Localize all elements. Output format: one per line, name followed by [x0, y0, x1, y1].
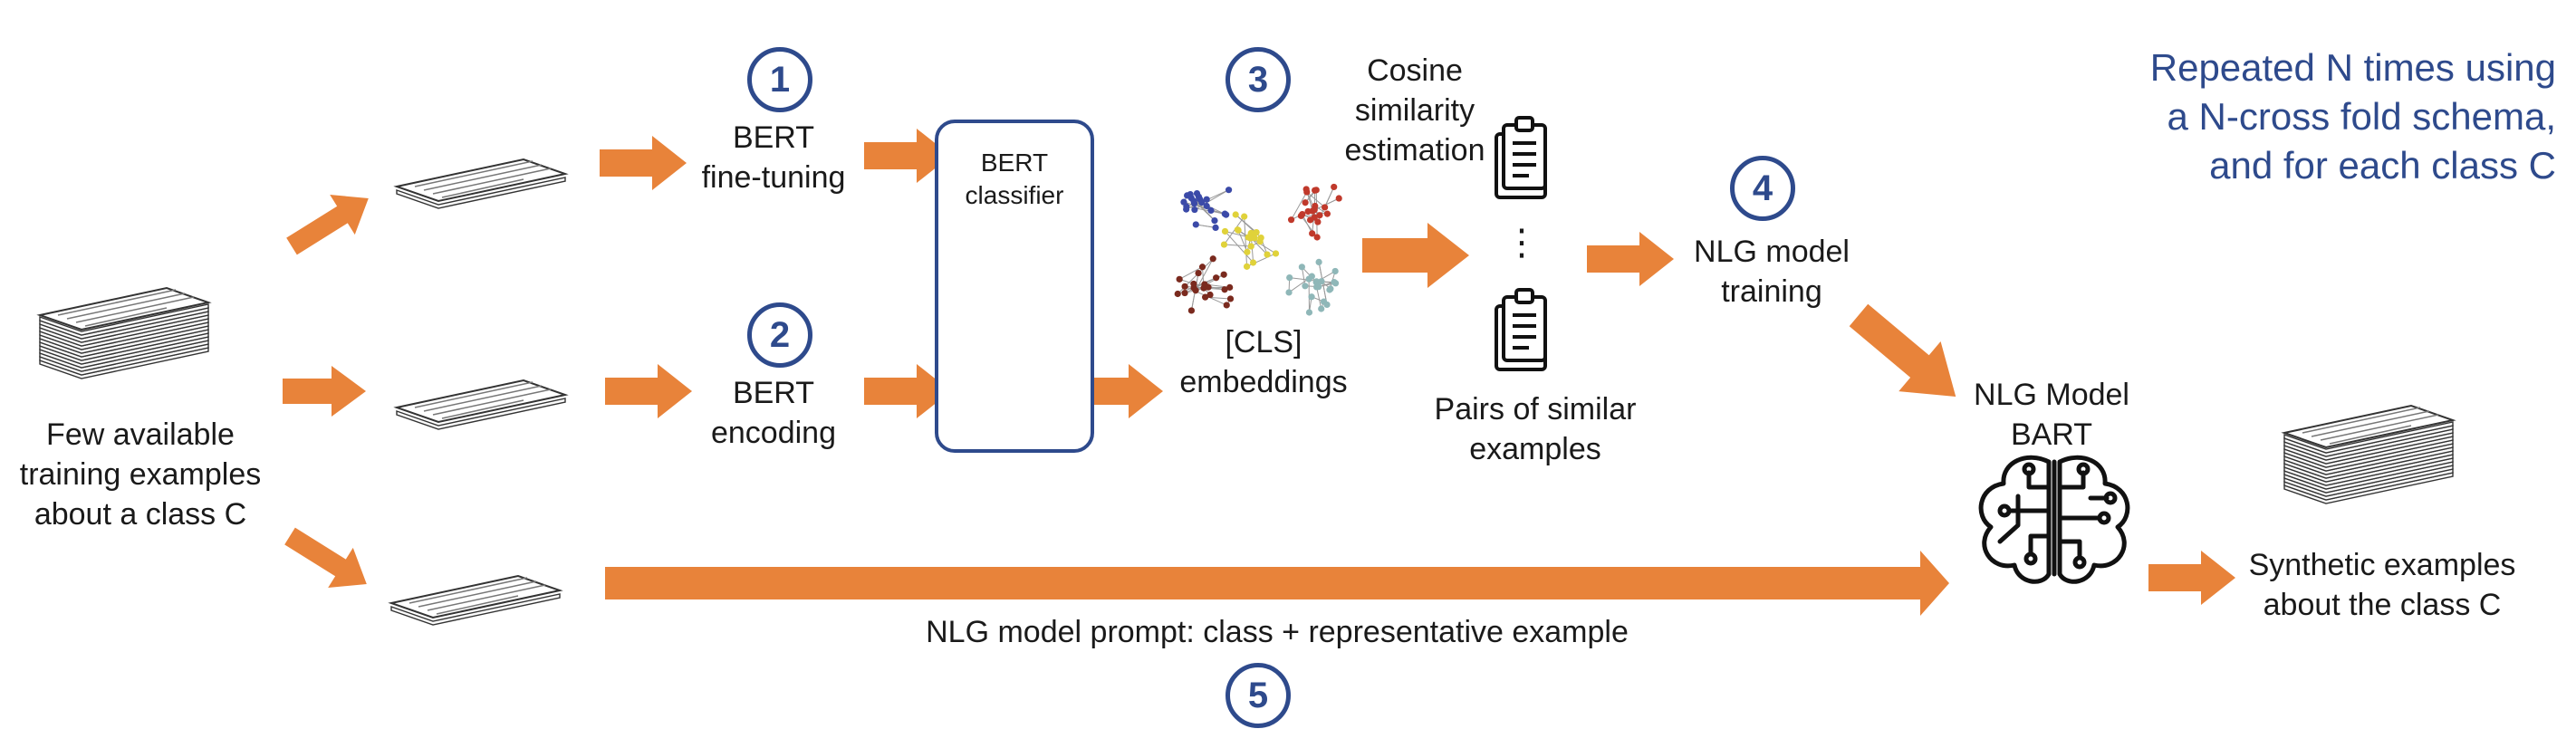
arrow-model-to-output	[2148, 551, 2235, 605]
arrow-input-to-top	[286, 194, 369, 255]
arrow-sheet-to-encoding	[605, 364, 692, 418]
bert-classifier-box	[935, 120, 1094, 453]
paper-sheet-icon-bottom	[390, 575, 561, 626]
ellipsis-marker: ⋮	[1504, 223, 1540, 263]
output-document-stack-icon	[2283, 405, 2454, 504]
step-1-badge: 1	[747, 47, 812, 112]
arrow-sheet-to-finetune	[600, 136, 687, 190]
arrow-finetune-to-classifier	[864, 129, 951, 183]
arrow-pairs-to-training	[1587, 232, 1674, 286]
arrow-prompt-to-model	[605, 551, 1949, 616]
step-5-badge: 5	[1226, 663, 1291, 728]
flow-arrows	[283, 129, 2235, 616]
clipboard-document-icon-bottom	[1495, 288, 1547, 371]
cluster-graph-icon	[1174, 183, 1342, 316]
arrow-training-to-model	[1849, 303, 1956, 397]
cls-embeddings-label: [CLS]embeddings	[1179, 325, 1348, 399]
step-2-badge: 2	[747, 302, 812, 368]
nlg-prompt-label: NLG model prompt: class + representative…	[926, 615, 1629, 649]
brain-circuit-icon	[1978, 455, 2130, 584]
step-3-badge: 3	[1226, 47, 1291, 112]
arrow-input-to-middle	[283, 366, 366, 417]
step-4-badge: 4	[1730, 156, 1795, 221]
arrow-classifier-to-embeddings	[1076, 364, 1163, 418]
arrow-embeddings-to-pairs	[1362, 223, 1469, 288]
arrow-input-to-bottom	[284, 527, 367, 589]
paper-sheet-icon-top	[396, 158, 566, 209]
arrow-encoding-to-classifier	[864, 364, 951, 418]
paper-sheet-icon-middle	[396, 379, 566, 430]
input-document-stack-icon	[39, 287, 209, 379]
